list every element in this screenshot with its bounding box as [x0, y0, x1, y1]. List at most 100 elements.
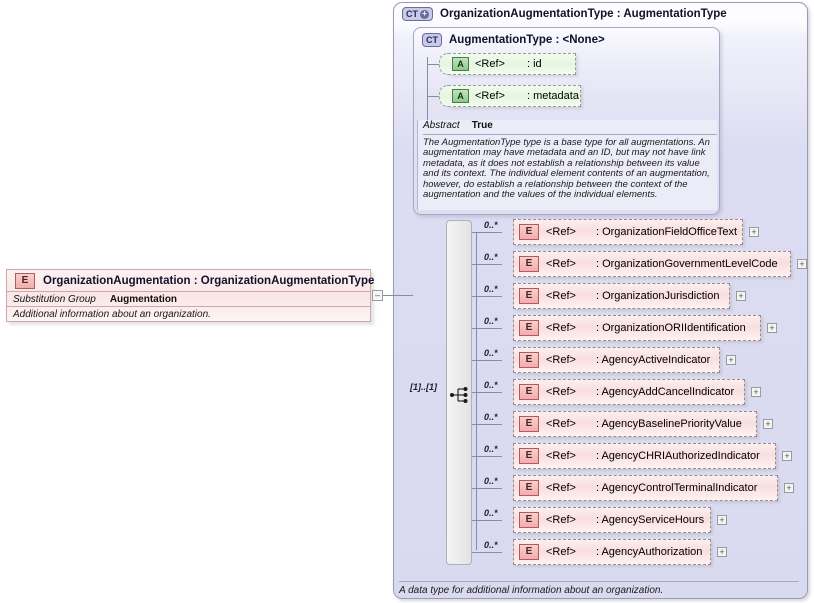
element-ref: <Ref>: [546, 322, 576, 334]
element-name: : AgencyActiveIndicator: [595, 354, 711, 366]
element-name: : OrganizationJurisdiction: [595, 290, 720, 302]
element-expander-icon[interactable]: +: [797, 259, 807, 269]
element-expander-icon[interactable]: +: [782, 451, 792, 461]
global-element-box[interactable]: E OrganizationAugmentation : Organizatio…: [6, 269, 375, 322]
attribute-box[interactable]: A <Ref> : id: [439, 53, 576, 75]
element-box[interactable]: E <Ref> : AgencyControlTerminalIndicator: [513, 475, 778, 501]
element-box[interactable]: E <Ref> : OrganizationJurisdiction: [513, 283, 730, 309]
element-badge: E: [519, 352, 539, 368]
element-box[interactable]: E <Ref> : AgencyActiveIndicator: [513, 347, 720, 373]
element-connector: [472, 360, 502, 361]
element-name: : OrganizationGovernmentLevelCode: [595, 258, 778, 270]
attribute-row[interactable]: A <Ref> : id: [439, 53, 576, 75]
element-cardinality: 0..*: [484, 348, 498, 358]
element-expander-icon[interactable]: +: [763, 419, 773, 429]
element-ref: <Ref>: [546, 226, 576, 238]
abstract-row: Abstract True: [423, 120, 717, 135]
element-badge: E: [519, 384, 539, 400]
element-cardinality: 0..*: [484, 508, 498, 518]
attribute-badge: A: [452, 89, 469, 103]
element-expander-icon[interactable]: +: [751, 387, 761, 397]
element-box[interactable]: E <Ref> : OrganizationGovernmentLevelCod…: [513, 251, 791, 277]
element-expander-icon[interactable]: +: [726, 355, 736, 365]
element-ref: <Ref>: [546, 418, 576, 430]
attribute-nose-shape: [439, 85, 448, 107]
element-badge: E: [519, 512, 539, 528]
attribute-nose-shape: [439, 53, 448, 75]
element-ref: <Ref>: [546, 354, 576, 366]
sequence-container: [446, 220, 472, 565]
complex-type-badge[interactable]: CT+: [402, 7, 433, 21]
attribute-box[interactable]: A <Ref> : metadata: [439, 85, 581, 107]
element-cardinality: 0..*: [484, 380, 498, 390]
element-expander-icon[interactable]: +: [767, 323, 777, 333]
element-name: : OrganizationFieldOfficeText: [595, 226, 737, 238]
attribute-ref: <Ref>: [475, 58, 505, 70]
complex-type-badge-label: CT: [406, 9, 418, 19]
element-expander-icon[interactable]: +: [717, 515, 727, 525]
element-box[interactable]: E <Ref> : OrganizationORIIdentification: [513, 315, 761, 341]
element-badge: E: [519, 448, 539, 464]
element-badge: E: [519, 256, 539, 272]
element-name: : AgencyServiceHours: [595, 514, 705, 526]
base-type-header: CT AugmentationType : <None>: [414, 28, 719, 52]
base-type-documentation: The AugmentationType type is a base type…: [423, 137, 710, 201]
substitution-group-value: Augmentation: [109, 293, 178, 305]
element-ref: <Ref>: [546, 450, 576, 462]
element-box[interactable]: E <Ref> : OrganizationFieldOfficeText: [513, 219, 743, 245]
sequence-icon[interactable]: [450, 386, 470, 404]
element-cardinality: 0..*: [484, 444, 498, 454]
global-element-title: OrganizationAugmentation : OrganizationA…: [43, 274, 375, 287]
element-connector: [472, 456, 502, 457]
attribute-badge: A: [452, 57, 469, 71]
attribute-tree-trunk: [427, 57, 428, 127]
base-type-badge[interactable]: CT: [422, 33, 442, 47]
abstract-label: Abstract: [423, 120, 460, 131]
element-cardinality: 0..*: [484, 220, 498, 230]
element-box[interactable]: E <Ref> : AgencyBaselinePriorityValue: [513, 411, 757, 437]
attribute-name: : id: [526, 58, 542, 70]
element-name: : AgencyCHRIAuthorizedIndicator: [595, 450, 760, 462]
element-connector: [472, 520, 502, 521]
attribute-tree-branch: [427, 96, 439, 97]
base-type-info-block: Abstract True The AugmentationType type …: [417, 120, 717, 210]
element-ref: <Ref>: [546, 482, 576, 494]
element-expander-icon[interactable]: +: [736, 291, 746, 301]
element-badge: E: [519, 544, 539, 560]
element-ref: <Ref>: [546, 258, 576, 270]
element-badge: E: [519, 480, 539, 496]
element-cardinality: 0..*: [484, 412, 498, 422]
attribute-ref: <Ref>: [475, 90, 505, 102]
substitution-group-label: Substitution Group: [13, 293, 96, 305]
element-expander-icon[interactable]: +: [749, 227, 759, 237]
element-box[interactable]: E <Ref> : AgencyServiceHours: [513, 507, 711, 533]
element-connector: [472, 264, 502, 265]
expand-plus-icon[interactable]: +: [420, 9, 429, 19]
element-badge: E: [519, 288, 539, 304]
element-box[interactable]: E <Ref> : AgencyCHRIAuthorizedIndicator: [513, 443, 776, 469]
attribute-tree-branch: [427, 64, 439, 65]
element-box[interactable]: E <Ref> : AgencyAuthorization: [513, 539, 711, 565]
element-connector: [472, 488, 502, 489]
element-connector: [472, 392, 502, 393]
attribute-name: : metadata: [526, 90, 579, 102]
element-cardinality: 0..*: [484, 540, 498, 550]
element-ref: <Ref>: [546, 546, 576, 558]
complex-type-title: OrganizationAugmentationType : Augmentat…: [440, 8, 727, 20]
collapse-toggle-icon[interactable]: –: [372, 290, 383, 301]
element-expander-icon[interactable]: +: [717, 547, 727, 557]
global-element-badge: E: [15, 272, 35, 289]
element-name: : OrganizationORIIdentification: [595, 322, 746, 334]
element-box[interactable]: E <Ref> : AgencyAddCancelIndicator: [513, 379, 745, 405]
element-expander-icon[interactable]: +: [784, 483, 794, 493]
element-ref: <Ref>: [546, 386, 576, 398]
element-badge: E: [519, 224, 539, 240]
global-element-connector: [383, 295, 413, 296]
attribute-row[interactable]: A <Ref> : metadata: [439, 85, 581, 107]
sequence-occurrence-label: [1]..[1]: [410, 382, 437, 392]
element-cardinality: 0..*: [484, 284, 498, 294]
base-type-title: AugmentationType : <None>: [449, 34, 605, 46]
element-cardinality: 0..*: [484, 316, 498, 326]
substitution-group-row: Substitution Group Augmentation: [7, 292, 370, 307]
abstract-value: True: [471, 120, 493, 131]
